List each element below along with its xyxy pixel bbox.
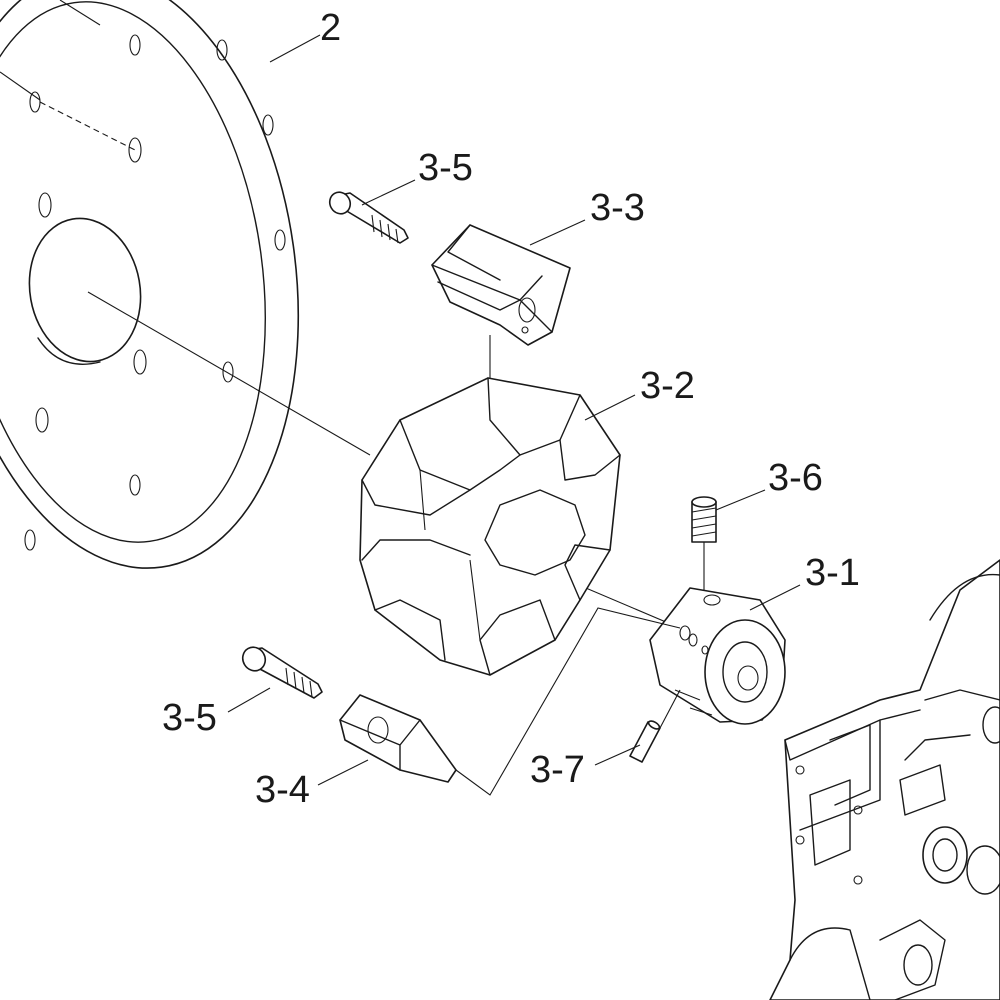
bolt-bottom (241, 646, 323, 699)
leader-3-3 (529, 219, 586, 246)
flange-bolt-holes (24, 34, 286, 551)
leader-3-5-top (361, 179, 416, 206)
leader-3-4 (317, 759, 369, 786)
label-3-6: 3-6 (768, 457, 823, 499)
set-screw (691, 496, 717, 600)
leader-3-2 (584, 394, 636, 421)
leader-3-6 (715, 489, 766, 511)
label-3-2: 3-2 (640, 365, 695, 407)
label-3-4: 3-4 (255, 769, 310, 811)
clamp-top (431, 224, 571, 346)
label-3-7: 3-7 (530, 749, 585, 791)
leader-3-5-bottom (227, 687, 271, 713)
elastomer-insert (359, 377, 621, 676)
label-3-3: 3-3 (590, 187, 645, 229)
label-3-1: 3-1 (805, 552, 860, 594)
leader-3-1 (749, 584, 801, 611)
clamp-bottom (339, 607, 681, 796)
leader-2 (269, 34, 321, 63)
label-2: 2 (320, 7, 341, 49)
label-3-5-top: 3-5 (418, 147, 473, 189)
flange-plate (0, 0, 300, 569)
label-3-5-bottom: 3-5 (162, 697, 217, 739)
leader-3-7 (594, 744, 641, 766)
roll-pin (629, 689, 681, 763)
bolt-top (328, 191, 409, 244)
engine-housing (769, 559, 1000, 1000)
coupling-hub (649, 587, 786, 725)
